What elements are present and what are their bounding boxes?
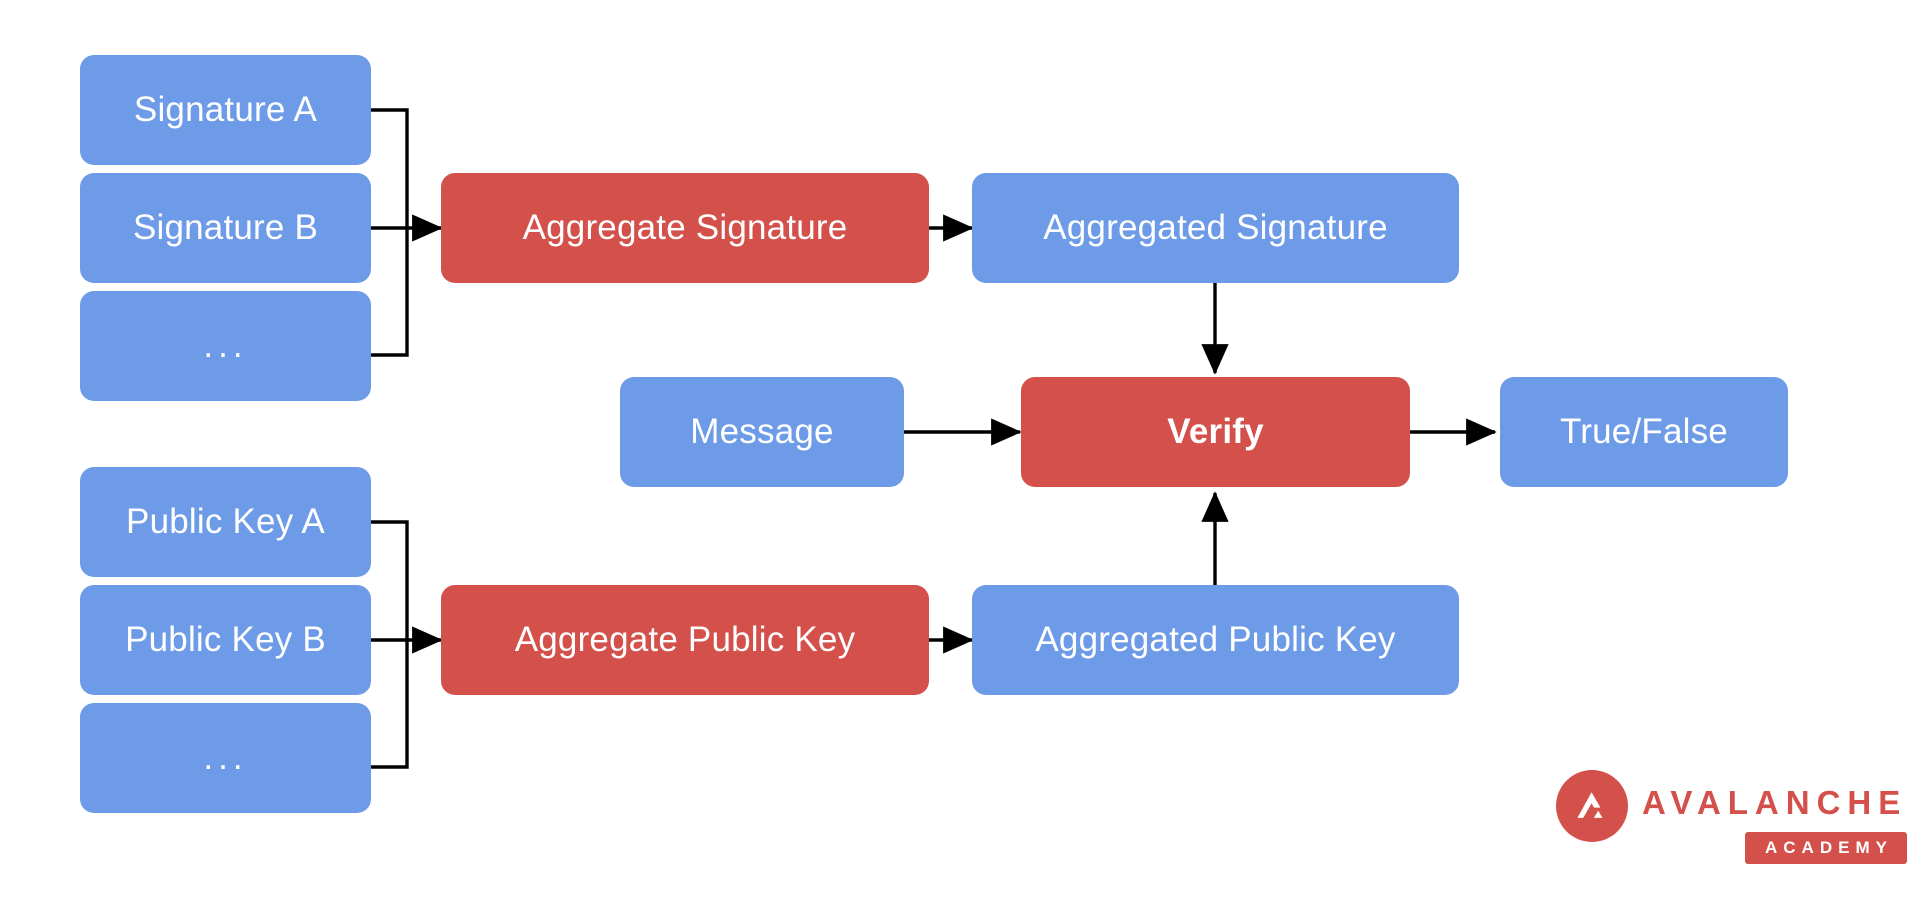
avalanche-academy-logo: AVALANCHE ACADEMY [1556, 770, 1907, 870]
node-true-false[interactable]: True/False [1500, 377, 1788, 487]
node-label: Aggregated Signature [1043, 207, 1388, 247]
avalanche-mark-svg [1577, 792, 1603, 818]
node-verify[interactable]: Verify [1021, 377, 1410, 487]
logo-academy-badge: ACADEMY [1745, 832, 1907, 864]
node-label: Aggregated Public Key [1035, 619, 1396, 659]
avalanche-triangle-icon [1556, 770, 1628, 842]
node-aggregated-signature[interactable]: Aggregated Signature [972, 173, 1459, 283]
node-label: Public Key B [125, 619, 326, 659]
node-label: Aggregate Public Key [514, 619, 856, 659]
node-label: Public Key A [126, 501, 325, 541]
node-public-key-a[interactable]: Public Key A [80, 467, 371, 577]
node-label: ... [203, 325, 248, 365]
node-label: Verify [1167, 411, 1264, 451]
node-aggregated-public-key[interactable]: Aggregated Public Key [972, 585, 1459, 695]
edge-publickeys-to-aggregate [371, 520, 443, 769]
node-label: Signature A [133, 89, 318, 129]
node-label: Message [690, 411, 834, 451]
edge-signatures-to-aggregate [371, 108, 443, 357]
node-label: Aggregate Signature [522, 207, 848, 247]
node-label: True/False [1560, 411, 1728, 451]
node-label: ... [203, 737, 248, 777]
logo-wordmark: AVALANCHE [1642, 784, 1908, 821]
node-message[interactable]: Message [620, 377, 904, 487]
node-aggregate-public-key[interactable]: Aggregate Public Key [441, 585, 929, 695]
node-aggregate-signature[interactable]: Aggregate Signature [441, 173, 929, 283]
node-signature-more[interactable]: ... [80, 291, 371, 401]
node-public-key-more[interactable]: ... [80, 703, 371, 813]
node-public-key-b[interactable]: Public Key B [80, 585, 371, 695]
node-signature-a[interactable]: Signature A [80, 55, 371, 165]
node-label: Signature B [132, 207, 319, 247]
node-signature-b[interactable]: Signature B [80, 173, 371, 283]
